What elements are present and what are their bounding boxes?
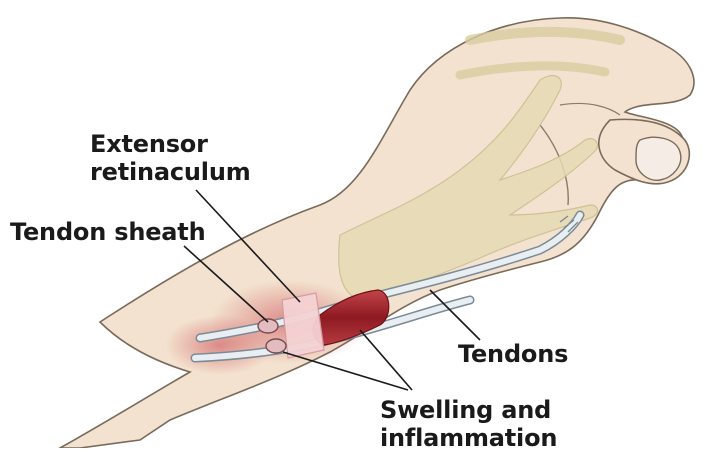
retinaculum-band <box>282 293 324 358</box>
label-tendons: Tendons <box>458 340 568 368</box>
label-tendon-sheath: Tendon sheath <box>10 218 205 246</box>
label-extensor-retinaculum-line1: Extensor <box>90 130 251 158</box>
label-swelling-line1: Swelling and <box>380 396 557 424</box>
label-swelling-inflammation: Swelling and inflammation <box>380 396 557 452</box>
label-extensor-retinaculum: Extensor retinaculum <box>90 130 251 186</box>
label-extensor-retinaculum-line2: retinaculum <box>90 158 251 186</box>
